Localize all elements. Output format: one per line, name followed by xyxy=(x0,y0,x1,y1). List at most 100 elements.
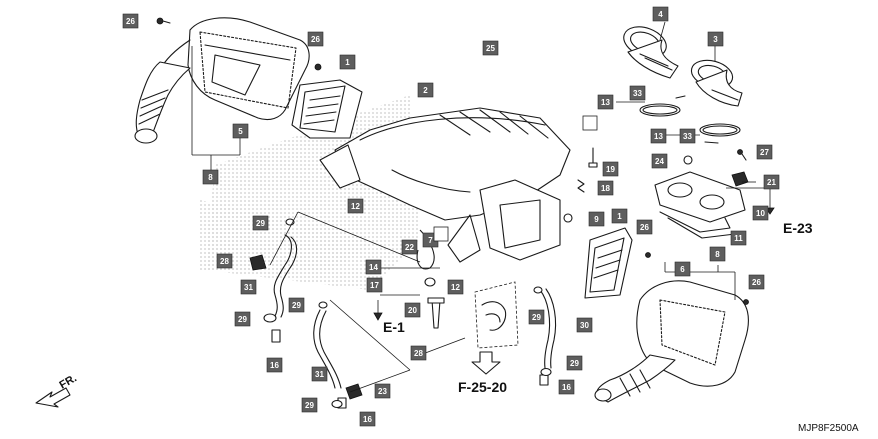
callout-4[interactable]: 4 xyxy=(652,6,669,22)
callout-5[interactable]: 5 xyxy=(232,123,249,139)
callout-number: 1 xyxy=(345,58,350,67)
callout-number: 16 xyxy=(270,361,279,370)
callout-16[interactable]: 16 xyxy=(359,411,376,427)
callout-29[interactable]: 29 xyxy=(252,215,269,231)
callout-28[interactable]: 28 xyxy=(410,345,427,361)
callout-8[interactable]: 8 xyxy=(202,169,219,185)
screw-icon xyxy=(743,299,749,305)
callout-number: 29 xyxy=(532,313,541,322)
reference-arrow-e1 xyxy=(373,300,383,321)
reference-e1[interactable]: E-1 xyxy=(383,319,405,335)
bolt-icon xyxy=(737,149,747,161)
callout-26[interactable]: 26 xyxy=(307,31,324,47)
callout-8[interactable]: 8 xyxy=(709,246,726,262)
callout-6[interactable]: 6 xyxy=(674,261,691,277)
hose-clamp-icon xyxy=(699,123,741,144)
callout-16[interactable]: 16 xyxy=(266,357,283,373)
callout-12[interactable]: 12 xyxy=(347,198,364,214)
callout-number: 6 xyxy=(680,265,685,274)
callout-number: 26 xyxy=(311,35,320,44)
subassembly-outline xyxy=(474,281,519,349)
callout-number: 26 xyxy=(126,17,135,26)
callout-number: 29 xyxy=(238,315,247,324)
callout-17[interactable]: 17 xyxy=(366,277,383,293)
callout-29[interactable]: 29 xyxy=(234,311,251,327)
clip-icon xyxy=(263,313,277,323)
callout-30[interactable]: 30 xyxy=(576,317,593,333)
air-filter-element-right xyxy=(584,227,633,299)
hose-clamp-icon xyxy=(639,95,686,117)
clip-icon xyxy=(533,286,543,294)
callout-18[interactable]: 18 xyxy=(597,180,614,196)
reference-labels: E-23 E-1 F-25-20 xyxy=(383,220,813,395)
callout-26[interactable]: 26 xyxy=(636,219,653,235)
bolt-icon xyxy=(588,147,598,168)
callout-1[interactable]: 1 xyxy=(339,54,356,70)
callout-13[interactable]: 13 xyxy=(650,128,667,144)
drain-tube-31b xyxy=(313,309,342,389)
callout-number: 30 xyxy=(580,321,589,330)
callout-21[interactable]: 21 xyxy=(763,174,780,190)
callout-number: 23 xyxy=(378,387,387,396)
callout-28[interactable]: 28 xyxy=(216,253,233,269)
callout-20[interactable]: 20 xyxy=(404,302,421,318)
sensor-icon xyxy=(731,171,749,187)
air-cleaner-cover-right xyxy=(594,280,749,403)
callout-number: 8 xyxy=(208,173,213,182)
callout-number: 12 xyxy=(351,202,360,211)
callout-number: 13 xyxy=(601,98,610,107)
callout-3[interactable]: 3 xyxy=(707,31,724,47)
drain-plug-icon xyxy=(271,329,281,343)
callout-9[interactable]: 9 xyxy=(588,211,605,227)
screw-icon xyxy=(156,17,171,25)
callout-number: 10 xyxy=(756,209,765,218)
callout-29[interactable]: 29 xyxy=(288,297,305,313)
callout-25[interactable]: 25 xyxy=(482,40,499,56)
callout-number: 14 xyxy=(369,263,378,272)
callout-14[interactable]: 14 xyxy=(365,259,382,275)
callout-29[interactable]: 29 xyxy=(566,355,583,371)
callout-number: 31 xyxy=(244,283,253,292)
callout-10[interactable]: 10 xyxy=(752,205,769,221)
front-direction-arrow: FR. xyxy=(35,372,79,408)
spring-icon xyxy=(577,179,585,193)
callout-31[interactable]: 31 xyxy=(240,279,257,295)
callout-12[interactable]: 12 xyxy=(447,279,464,295)
callout-2[interactable]: 2 xyxy=(417,82,434,98)
callout-22[interactable]: 22 xyxy=(401,239,418,255)
clip-icon xyxy=(331,399,343,409)
callout-number: 13 xyxy=(654,132,663,141)
callout-number: 29 xyxy=(570,359,579,368)
callout-number: 3 xyxy=(713,35,718,44)
reference-e23[interactable]: E-23 xyxy=(783,220,813,236)
callout-24[interactable]: 24 xyxy=(651,153,668,169)
callout-33[interactable]: 33 xyxy=(679,128,696,144)
callout-number: 28 xyxy=(220,257,229,266)
callout-number: 9 xyxy=(594,215,599,224)
callout-11[interactable]: 11 xyxy=(730,230,747,246)
air-box-housing xyxy=(319,107,571,287)
callout-13[interactable]: 13 xyxy=(597,94,614,110)
callout-19[interactable]: 19 xyxy=(602,161,619,177)
reference-f25-20[interactable]: F-25-20 xyxy=(458,379,507,395)
callout-number: 29 xyxy=(256,219,265,228)
diagram-code: MJP8F2500A xyxy=(798,423,859,434)
callout-31[interactable]: 31 xyxy=(311,366,328,382)
callout-1[interactable]: 1 xyxy=(611,208,628,224)
callout-26[interactable]: 26 xyxy=(122,13,139,29)
callout-26[interactable]: 26 xyxy=(748,274,765,290)
callout-27[interactable]: 27 xyxy=(756,144,773,160)
drain-tube-31a xyxy=(273,234,298,318)
drain-plug-icon xyxy=(539,374,549,386)
callout-number: 4 xyxy=(658,10,663,19)
callout-33[interactable]: 33 xyxy=(629,85,646,101)
callout-23[interactable]: 23 xyxy=(374,383,391,399)
callout-number: 19 xyxy=(606,165,615,174)
callout-16[interactable]: 16 xyxy=(558,379,575,395)
callout-29[interactable]: 29 xyxy=(528,309,545,325)
callout-29[interactable]: 29 xyxy=(301,397,318,413)
air-cleaner-cover-left xyxy=(134,17,310,144)
blank-callout xyxy=(433,226,449,242)
callout-number: 29 xyxy=(292,301,301,310)
